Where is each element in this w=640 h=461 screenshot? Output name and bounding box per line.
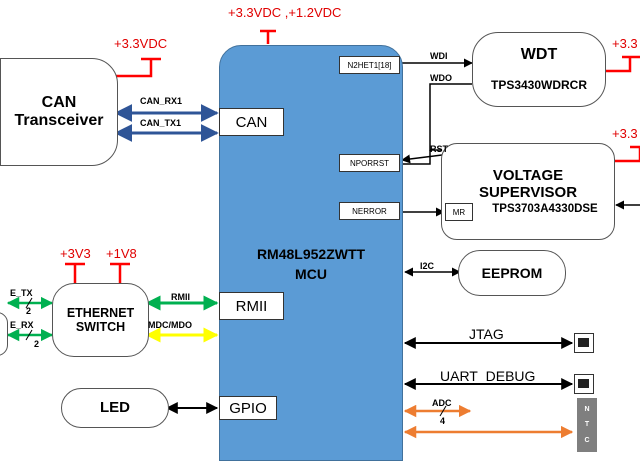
port-nporrst: NPORRST (339, 154, 400, 172)
mdio-label: MDC/MDO (148, 320, 192, 330)
ethernet-port-stub (0, 312, 8, 356)
jtag-label: JTAG (469, 326, 504, 342)
rst-wire (400, 150, 431, 165)
can-transceiver-line2: Transceiver (14, 112, 104, 129)
port-n2het: N2HET1[18] (339, 56, 400, 74)
rst-arrow (401, 154, 443, 164)
ethernet-switch-line1: ETHERNET (66, 305, 135, 320)
wdo-label: WDO (430, 73, 452, 83)
eth-1v8-power-label: +1V8 (106, 246, 137, 261)
e-rx-count-label: 2 (34, 339, 40, 349)
ethernet-switch-line2: SWITCH (75, 320, 126, 334)
can-power-symbol (114, 57, 161, 78)
power-rails (65, 29, 640, 284)
port-nerror: NERROR (339, 202, 400, 220)
e-tx-bus-slash (25, 297, 33, 309)
supervisor-part-number: TPS3703A4330DSE (492, 203, 598, 216)
ntc-letter-n: N (584, 406, 590, 414)
jtag-connector (574, 333, 594, 353)
ntc-letter-t: T (584, 421, 590, 429)
port-can: CAN (219, 108, 284, 136)
wdt-part-number: TPS3430WDRCR (490, 77, 588, 92)
rmii-signal-label: RMII (171, 292, 190, 302)
led-block: LED (61, 388, 169, 428)
supervisor-title-line2: SUPERVISOR (478, 183, 578, 201)
eth-1v8-power-symbol (110, 262, 130, 284)
can-rx-label: CAN_RX1 (140, 96, 183, 106)
supervisor-title-line1: VOLTAGE (492, 166, 564, 184)
uart-debug-label: UART_DEBUG (440, 368, 536, 384)
eth-3v3-power-label: +3V3 (60, 246, 91, 261)
port-mr: MR (445, 203, 473, 221)
e-tx-label: E_TX (10, 288, 33, 298)
wdt-power-symbol (605, 55, 640, 73)
mcu-label: MCU (295, 266, 327, 282)
mcu-part-number: RM48L952ZWTT (256, 246, 366, 262)
supervisor-power-symbol (605, 145, 640, 163)
eeprom-block: EEPROM (458, 250, 566, 296)
adc-bus-slash (439, 405, 447, 417)
port-rmii: RMII (219, 292, 284, 320)
eth-3v3-power-symbol (65, 262, 85, 284)
voltage-supervisor-block: VOLTAGE SUPERVISOR TPS3703A4330DSE (441, 143, 615, 240)
mcu-power-symbol (260, 29, 276, 44)
can-transceiver-line1: CAN (41, 93, 77, 111)
ethernet-switch-block: ETHERNET SWITCH (52, 283, 149, 357)
wdt-power-label: +3.3 (612, 36, 638, 51)
wdi-label: WDI (430, 51, 448, 61)
i2c-label: I2C (420, 261, 435, 271)
mcu-power-label: +3.3VDC ,+1.2VDC (228, 5, 342, 20)
can-transceiver-block: CAN Transceiver (0, 58, 118, 166)
e-rx-label: E_RX (10, 320, 34, 330)
wdo-wire (429, 83, 472, 151)
ntc-connector: N T C (577, 398, 597, 452)
ntc-letter-c: C (584, 436, 590, 444)
e-tx-count-label: 2 (26, 306, 32, 316)
e-rx-bus-slash (25, 329, 33, 341)
eeprom-label: EEPROM (481, 264, 543, 281)
adc-count-label: 4 (440, 416, 446, 426)
port-gpio: GPIO (219, 396, 277, 420)
wdt-title: WDT (520, 46, 558, 64)
adc-label: ADC (432, 398, 452, 408)
led-label: LED (100, 399, 130, 417)
supervisor-power-label: +3.3 (612, 126, 638, 141)
uart-connector (574, 374, 594, 394)
rst-label: RST (430, 144, 448, 154)
wdt-block: WDT TPS3430WDRCR (472, 32, 606, 107)
can-tx-label: CAN_TX1 (140, 118, 182, 128)
can-power-label: +3.3VDC (114, 36, 168, 51)
